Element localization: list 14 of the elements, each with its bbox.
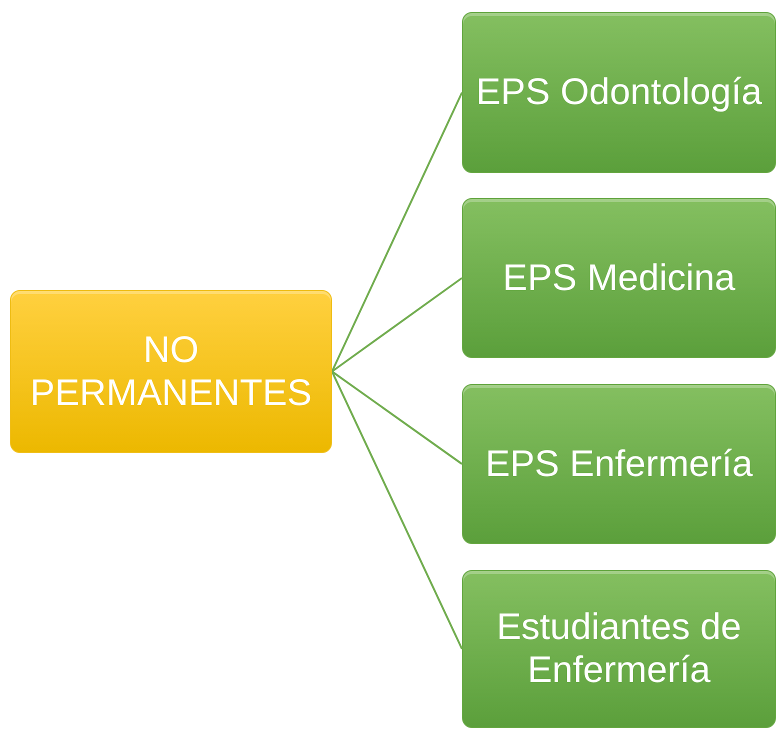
connector-line — [331, 92, 463, 372]
box-label: NO PERMANENTES — [29, 328, 313, 414]
connector-line — [331, 277, 463, 372]
connector-line — [331, 371, 463, 650]
process-box — [10, 290, 332, 453]
connector-line — [331, 370, 463, 465]
box-label: EPS Odontología — [476, 71, 762, 114]
box-label: EPS Medicina — [502, 256, 736, 300]
process-box — [462, 198, 776, 358]
process-box — [462, 570, 776, 728]
process-box — [462, 384, 776, 544]
box-label: Estudiantes de Enfermería — [496, 606, 742, 692]
process-box — [462, 12, 776, 173]
box-label: EPS Enfermería — [485, 442, 753, 486]
